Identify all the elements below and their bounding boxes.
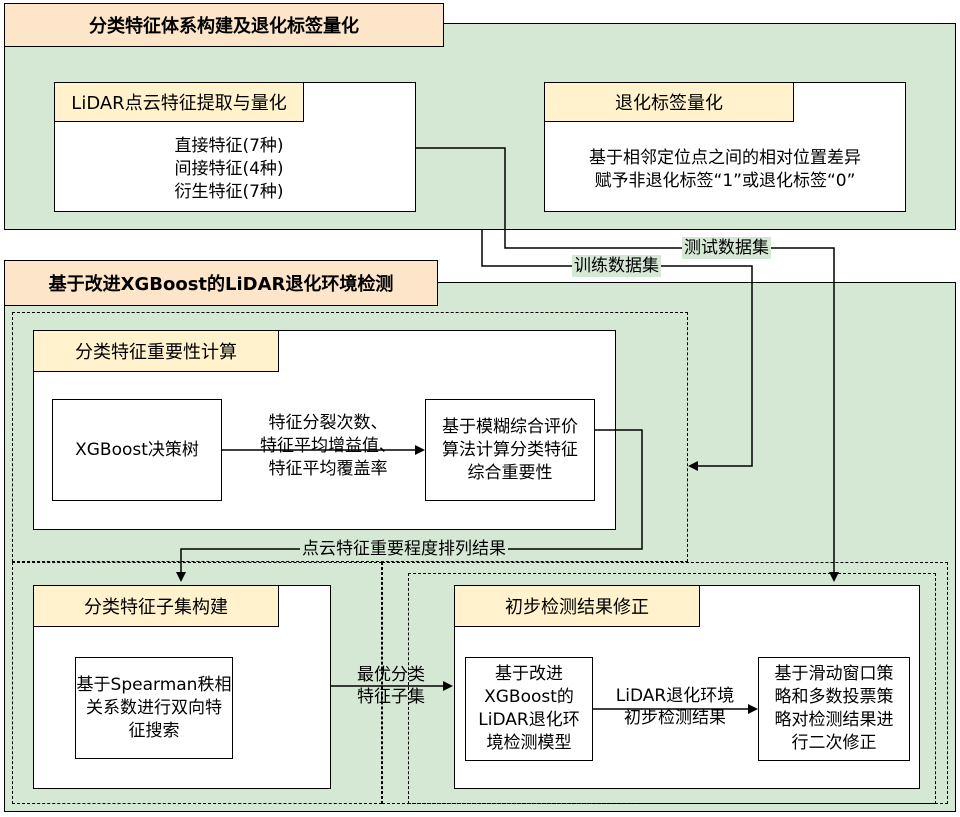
optimal-line-1: 最优分类: [357, 665, 425, 685]
section2-title: 基于改进XGBoost的LiDAR退化环境检测: [4, 260, 438, 306]
input-line-2: 特征平均增益值、: [260, 436, 396, 456]
prelim-line-2: 初步检测结果: [624, 708, 726, 728]
prelim-result-label: LiDAR退化环境 初步检测结果: [600, 685, 750, 729]
ranking-arrow: [176, 429, 643, 582]
train-set-arrow: [481, 230, 753, 471]
feature-line-indirect: 间接特征(4种): [174, 158, 284, 179]
spearman-box: 基于Spearman秩相 关系数进行双向特 征搜索: [75, 657, 233, 759]
label-line-2: 赋予非退化标签“1”或退化标签“0”: [594, 171, 856, 191]
ranking-result-label: 点云特征重要程度排列结果: [300, 538, 508, 560]
sliding-window-box: 基于滑动窗口策 略和多数投票策 略对检测结果进 行二次修正: [758, 657, 910, 761]
lidar-feature-list: 直接特征(7种) 间接特征(4种) 衍生特征(7种): [104, 132, 354, 206]
importance-inputs-label: 特征分裂次数、 特征平均增益值、 特征平均覆盖率: [250, 412, 406, 481]
label-quant-title: 退化标签量化: [544, 82, 794, 122]
xgboost-tree-label: XGBoost决策树: [75, 439, 199, 460]
sliding-line-4: 行二次修正: [791, 733, 877, 753]
correction-title: 初步检测结果修正: [454, 585, 700, 627]
section1-title: 分类特征体系构建及退化标签量化: [4, 3, 444, 47]
test-set-label: 测试数据集: [682, 237, 771, 259]
label-quant-desc: 基于相邻定位点之间的相对位置差异 赋予非退化标签“1”或退化标签“0”: [544, 140, 906, 200]
model-line-1: 基于改进: [495, 664, 563, 684]
model-line-3: LiDAR退化环: [478, 710, 580, 730]
label-line-1: 基于相邻定位点之间的相对位置差异: [589, 148, 861, 168]
fuzzy-line-3: 综合重要性: [467, 462, 553, 483]
model-box: 基于改进 XGBoost的 LiDAR退化环 境检测模型: [465, 657, 593, 761]
train-set-label: 训练数据集: [572, 255, 661, 277]
spearman-line-3: 征搜索: [128, 720, 180, 741]
input-line-1: 特征分裂次数、: [268, 413, 388, 433]
subset-title: 分类特征子集构建: [33, 585, 279, 627]
model-line-4: 境检测模型: [486, 733, 572, 753]
fuzzy-line-2: 算法计算分类特征: [442, 439, 578, 460]
spearman-line-2: 关系数进行双向特: [86, 697, 222, 718]
xgboost-tree-box: XGBoost决策树: [52, 399, 222, 501]
fuzzy-eval-box: 基于模糊综合评价 算法计算分类特征 综合重要性: [425, 399, 595, 501]
spearman-line-1: 基于Spearman秩相: [76, 674, 232, 695]
sliding-line-1: 基于滑动窗口策: [774, 664, 894, 684]
correction-dashed-region: [408, 573, 936, 804]
feature-line-derived: 衍生特征(7种): [174, 181, 284, 202]
lower-left-dashed-region: [12, 562, 382, 804]
optimal-line-2: 特征子集: [357, 687, 425, 707]
sliding-line-3: 略对检测结果进: [774, 710, 894, 730]
optimal-subset-label: 最优分类 特征子集: [347, 664, 435, 708]
prelim-line-1: LiDAR退化环境: [615, 686, 735, 706]
input-line-3: 特征平均覆盖率: [268, 459, 388, 479]
importance-dashed-region: [12, 312, 688, 562]
test-set-arrow: [416, 147, 839, 582]
sliding-line-2: 略和多数投票策: [774, 687, 894, 707]
feature-line-direct: 直接特征(7种): [174, 135, 284, 156]
importance-title: 分类特征重要性计算: [33, 330, 279, 372]
model-line-2: XGBoost的: [484, 687, 574, 707]
fuzzy-line-1: 基于模糊综合评价: [442, 416, 578, 437]
lidar-feature-title: LiDAR点云特征提取与量化: [54, 82, 304, 122]
